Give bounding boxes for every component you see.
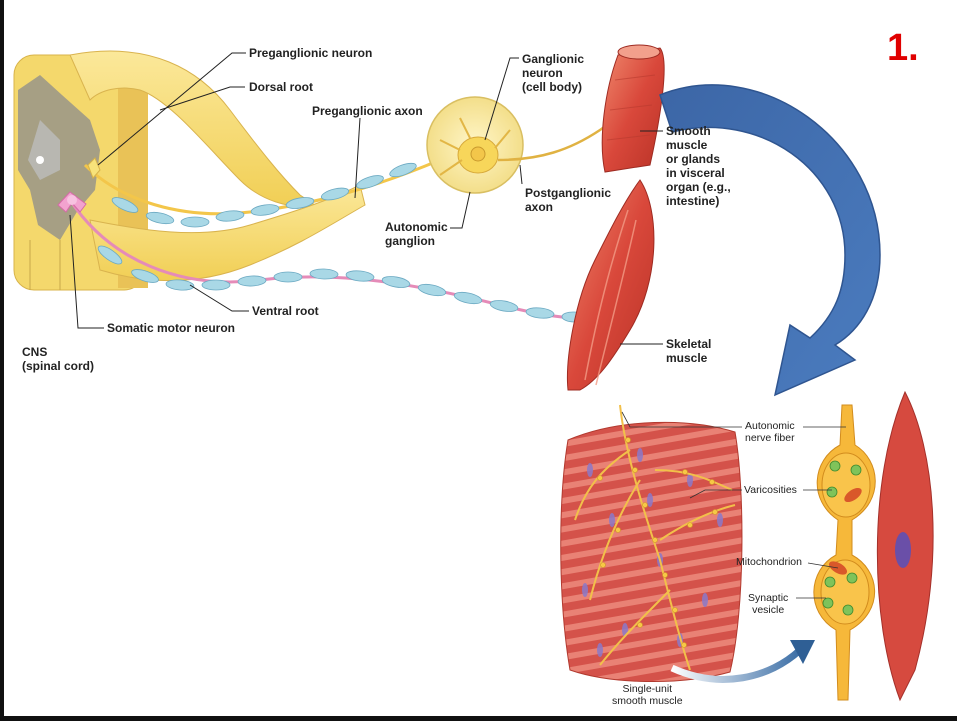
slide-bottom-border (0, 716, 957, 721)
label-ventral-root: Ventral root (252, 304, 319, 318)
slide-number: 1. (887, 27, 919, 69)
somatic-motor-axon (68, 199, 615, 327)
label-synaptic-vesicle: Synaptic vesicle (748, 592, 789, 616)
label-autonomic-ganglion: Autonomic ganglion (385, 220, 448, 248)
autonomic-ganglion (426, 96, 524, 194)
slide-left-border (0, 0, 4, 721)
label-ganglionic-neuron: Ganglionic neuron (cell body) (522, 52, 585, 94)
preganglionic-axon (83, 158, 441, 228)
detail-nerve-fiber (813, 404, 876, 701)
curved-arrow (659, 84, 881, 397)
label-single-unit-smooth-muscle: Single-unit smooth muscle (612, 683, 683, 707)
top-leader-lines (69, 52, 663, 345)
label-skeletal-muscle: Skeletal muscle (666, 337, 712, 365)
label-somatic-motor-neuron: Somatic motor neuron (107, 321, 236, 335)
smooth-muscle-organ (601, 44, 665, 173)
single-unit-smooth-muscle (560, 404, 743, 683)
label-postganglionic-axon: Postganglionic axon (525, 186, 612, 214)
label-varicosities: Varicosities (744, 484, 797, 496)
label-preganglionic-neuron: Preganglionic neuron (249, 46, 373, 60)
detail-smooth-muscle-cell (876, 390, 934, 702)
skeletal-muscle (567, 179, 655, 391)
label-smooth-muscle: Smooth muscle or glands in visceral orga… (666, 124, 731, 208)
label-autonomic-nerve-fiber: Autonomic nerve fiber (745, 420, 795, 444)
somatic-motor-neuron-body (57, 191, 87, 213)
label-dorsal-root: Dorsal root (249, 80, 314, 94)
label-preganglionic-axon: Preganglionic axon (312, 104, 423, 118)
bottom-leader-lines (621, 411, 846, 599)
label-cns: CNS (spinal cord) (22, 345, 95, 373)
preganglionic-neuron-body (87, 157, 101, 179)
small-arrow (670, 640, 815, 683)
label-mitochondrion: Mitochondrion (736, 556, 802, 568)
